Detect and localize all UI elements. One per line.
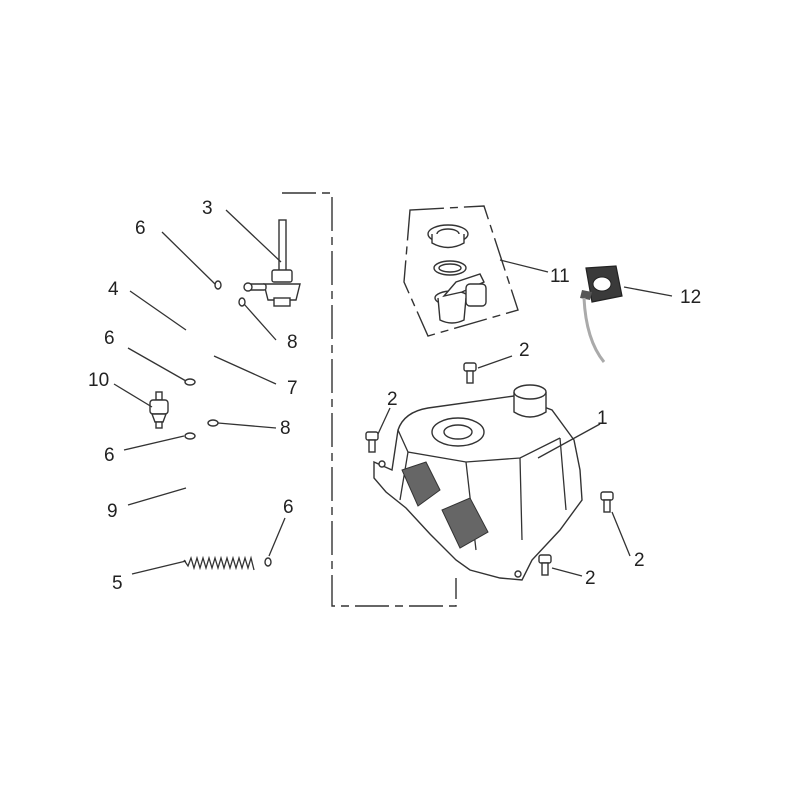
callout-2-bottom: 2 — [585, 568, 596, 589]
bracket-icon — [580, 265, 623, 363]
fuel-tank-icon — [373, 384, 583, 581]
callout-2-right: 2 — [634, 550, 645, 571]
callout-9: 9 — [107, 501, 118, 522]
bolt-icon — [365, 362, 614, 576]
callout-5: 5 — [112, 573, 123, 594]
callout-6-d: 6 — [283, 497, 294, 518]
pump-assembly-dash-box — [403, 205, 519, 337]
assembly-dash-line — [282, 192, 457, 607]
fuel-filter-icon — [149, 391, 169, 429]
spring-icon — [183, 555, 255, 571]
callout-6-b: 6 — [104, 328, 115, 349]
fuel-cock-icon — [243, 219, 301, 307]
leader-lines — [113, 209, 673, 577]
callout-1: 1 — [597, 408, 608, 429]
callout-8-b: 8 — [280, 418, 291, 439]
callout-11: 11 — [550, 266, 570, 287]
callout-10: 10 — [88, 370, 109, 391]
callout-2-top: 2 — [519, 340, 530, 361]
callout-4: 4 — [108, 279, 119, 300]
clamp-ring-icon — [184, 280, 272, 567]
callout-3: 3 — [202, 198, 213, 219]
callout-2-left: 2 — [387, 389, 398, 410]
callout-8-a: 8 — [287, 332, 298, 353]
callout-6-a: 6 — [135, 218, 146, 239]
fuel-pump-icon — [427, 224, 487, 324]
callout-12: 12 — [680, 287, 701, 308]
callout-7: 7 — [287, 378, 298, 399]
hose-icon — [211, 301, 239, 411]
hose-icon — [188, 284, 214, 384]
callout-6-c: 6 — [104, 445, 115, 466]
